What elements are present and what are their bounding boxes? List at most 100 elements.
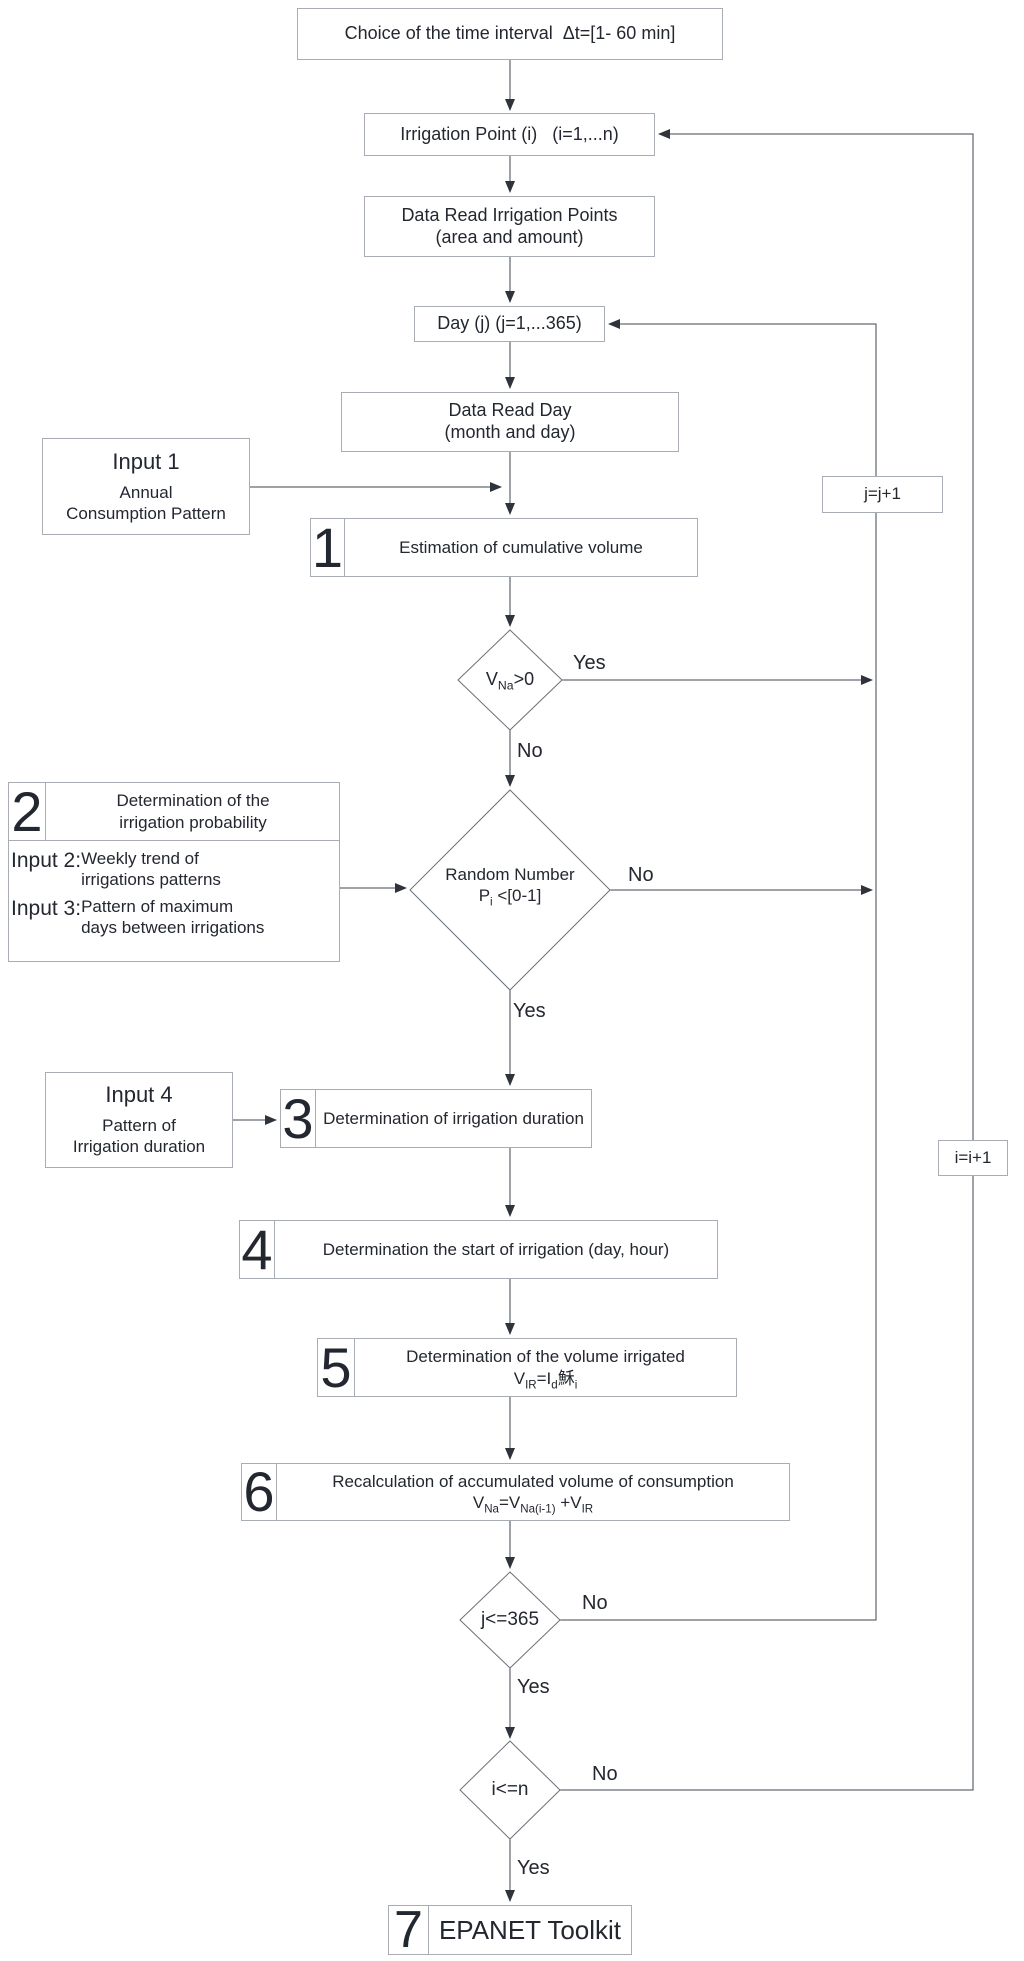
input4-line1: Pattern of [102, 1116, 176, 1136]
step3-box: 3 Determination of irrigation duration [280, 1089, 592, 1148]
step5-number: 5 [318, 1339, 355, 1396]
input1-box: Input 1 Annual Consumption Pattern [42, 438, 250, 535]
decision2-line2: Pi <[0-1] [410, 885, 610, 909]
decision3-diamond [459, 1571, 561, 1669]
step5-formula: VIR=Id穌i [513, 1368, 578, 1391]
decision3-no-label: No [582, 1592, 608, 1614]
step6-box: 6 Recalculation of accumulated volume of… [241, 1463, 790, 1521]
decision1-no-label: No [517, 740, 543, 762]
decision1-var: V [485, 669, 498, 689]
step7-box: 7 EPANET Toolkit [388, 1905, 632, 1955]
data-read-day-box: Data Read Day (month and day) [341, 392, 679, 452]
input3-description: Pattern of maximum days between irrigati… [81, 897, 264, 938]
step5-box: 5 Determination of the volume irrigated … [317, 1338, 737, 1397]
step6-formula: VNa=VNa(i-1) +VIR [472, 1492, 594, 1516]
input3-label: Input 3: [11, 897, 82, 921]
decision2-cond: <[0-1] [492, 886, 542, 906]
data-read-points-box: Data Read Irrigation Points (area and am… [364, 196, 655, 257]
step5-formula-isub: i [574, 1378, 578, 1391]
step3-label: Determination of irrigation duration [323, 1108, 584, 1128]
irrigation-point-label: Irrigation Point (i) (i=1,...n) [400, 123, 619, 144]
step5-line1: Determination of the volume irrigated [406, 1347, 685, 1367]
i-increment-label: i=i+1 [954, 1147, 992, 1167]
step6-number: 6 [242, 1464, 277, 1520]
input1-line1: Annual [119, 482, 173, 502]
step4-number: 4 [240, 1221, 275, 1278]
decision3-label: j<=365 [480, 1609, 540, 1630]
step3-number: 3 [281, 1090, 316, 1147]
step6-line1: Recalculation of accumulated volume of c… [332, 1471, 734, 1491]
decision3-yes-label: Yes [517, 1676, 550, 1698]
day-loop-label: Day (j) (j=1,...365) [437, 313, 582, 334]
decision2-no-label: No [628, 864, 654, 886]
j-increment-box: j=j+1 [822, 476, 943, 513]
input2-description: Weekly trend of irrigations patterns [81, 849, 221, 890]
irrigation-point-box: Irrigation Point (i) (i=1,...n) [364, 113, 655, 156]
input2-row: Input 2: Weekly trend of irrigations pat… [11, 849, 339, 890]
step6-formula-nasub: Na [484, 1503, 499, 1516]
i-increment-box: i=i+1 [938, 1140, 1008, 1176]
data-read-day-line1: Data Read Day [448, 400, 572, 421]
decision4-label: i<=n [491, 1779, 529, 1800]
input4-line2: Irrigation duration [72, 1137, 206, 1157]
decision2-var: P [478, 886, 491, 906]
decision1-var-sub: Na [497, 678, 514, 693]
decision4-yes-label: Yes [517, 1857, 550, 1879]
step7-label: EPANET Toolkit [438, 1914, 622, 1945]
step5-formula-eq: =I [536, 1368, 552, 1388]
step5-formula-v: V [513, 1368, 526, 1388]
input2-line2: irrigations patterns [81, 869, 221, 889]
decision1-cond: >0 [513, 669, 535, 689]
step1-box: 1 Estimation of cumulative volume [310, 518, 698, 577]
step6-formula-plus: +V [555, 1493, 582, 1512]
decision1-diamond [457, 629, 563, 731]
step5-formula-dsub: d [551, 1378, 558, 1391]
choice-time-interval-label: Choice of the time interval Δt=[1- 60 mi… [344, 23, 676, 44]
step2-inputs: Input 2: Weekly trend of irrigations pat… [9, 841, 341, 963]
jloop-line [560, 319, 877, 1621]
data-read-points-line2: (area and amount) [435, 226, 584, 247]
step4-label: Determination the start of irrigation (d… [322, 1239, 670, 1259]
decision4-no-label: No [592, 1763, 618, 1785]
data-read-points-line1: Data Read Irrigation Points [401, 204, 618, 225]
decision2-label: Random Number Pi <[0-1] [410, 864, 610, 909]
day-loop-box: Day (j) (j=1,...365) [414, 306, 605, 342]
step6-formula-irsub: IR [581, 1503, 594, 1516]
step1-number: 1 [311, 519, 345, 576]
step5-formula-glyph: 穌 [557, 1368, 575, 1388]
step7-number: 7 [389, 1906, 429, 1954]
step6-content: Recalculation of accumulated volume of c… [277, 1464, 789, 1520]
step2-box: 2 Determination of the irrigation probab… [8, 782, 340, 962]
step5-content: Determination of the volume irrigated VI… [355, 1339, 736, 1396]
decision2-yes-label: Yes [513, 1000, 546, 1022]
decision4-diamond [459, 1740, 561, 1840]
step5-formula-vsub: IR [525, 1378, 537, 1391]
j-increment-label: j=j+1 [864, 484, 901, 504]
step2-header: Determination of the irrigation probabil… [46, 783, 340, 841]
data-read-day-line2: (month and day) [444, 422, 576, 442]
input4-box: Input 4 Pattern of Irrigation duration [45, 1072, 233, 1168]
input2-label: Input 2: [11, 849, 82, 872]
input1-line2: Consumption Pattern [66, 503, 226, 523]
decision2-var-sub: i [490, 896, 493, 909]
decision2-line1: Random Number [445, 865, 575, 884]
input4-title: Input 4 [105, 1082, 173, 1108]
step1-label: Estimation of cumulative volume [399, 537, 643, 557]
input3-line2: days between irrigations [81, 918, 265, 938]
step6-formula-prevsub: Na(i-1) [520, 1503, 556, 1516]
step4-box: 4 Determination the start of irrigation … [239, 1220, 718, 1279]
decision1-label: VNa>0 [448, 668, 572, 693]
input1-title: Input 1 [112, 448, 180, 474]
step2-header-line1: Determination of the [116, 791, 270, 811]
decision2-diamond [409, 789, 611, 991]
input3-line1: Pattern of maximum [81, 897, 234, 917]
step2-header-line2: irrigation probability [119, 812, 267, 832]
step6-formula-v: V [472, 1493, 485, 1512]
decision1-yes-label: Yes [573, 652, 606, 674]
input2-line1: Weekly trend of [81, 849, 199, 868]
step6-formula-eq: =V [498, 1493, 521, 1512]
choice-time-interval-box: Choice of the time interval Δt=[1- 60 mi… [297, 8, 723, 60]
input3-row: Input 3: Pattern of maximum days between… [11, 897, 339, 938]
